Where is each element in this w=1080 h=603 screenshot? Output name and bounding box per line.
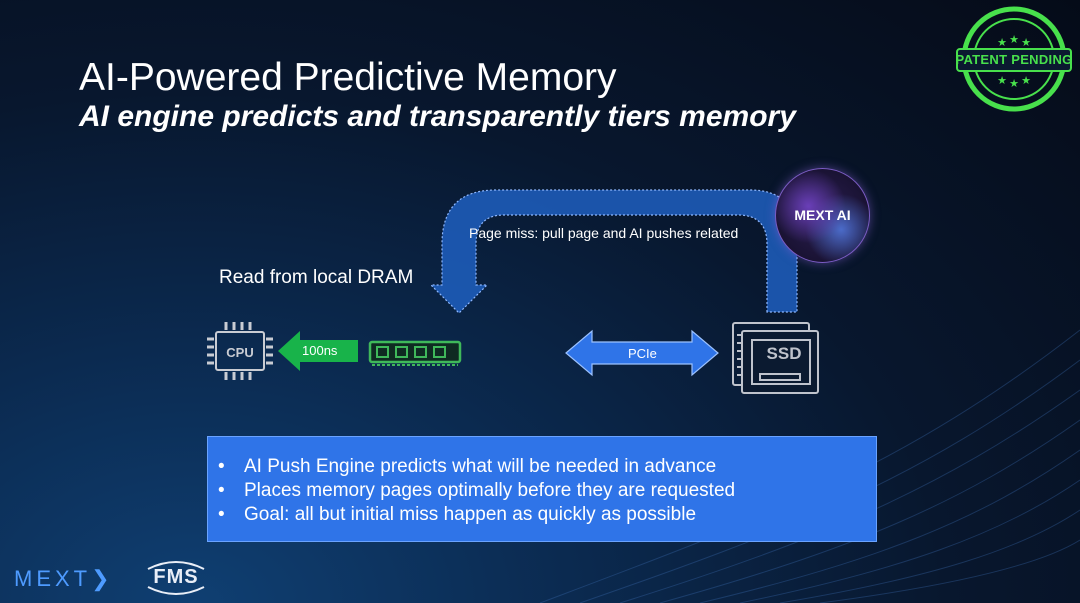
page-miss-label: Page miss: pull page and AI pushes relat… xyxy=(469,225,739,241)
mext-logo: MEXT❯ xyxy=(14,566,110,592)
fms-logo: FMS xyxy=(140,557,212,597)
pcie-label: PCIe xyxy=(628,346,657,361)
bullet-text: Goal: all but initial miss happen as qui… xyxy=(244,504,697,525)
star-icon: ★ xyxy=(997,75,1007,87)
cpu-chip-label: CPU xyxy=(226,345,253,360)
cpu-chip-icon xyxy=(207,322,273,380)
stamp-graphic: ★ ★ ★ ★ ★ ★ xyxy=(956,6,1072,112)
bullet-marker: • xyxy=(218,504,225,525)
mext-ai-badge: MEXT AI xyxy=(775,168,870,263)
mext-logo-text: MEXT xyxy=(14,566,92,591)
latency-arrow xyxy=(278,331,358,371)
star-icon: ★ xyxy=(997,37,1007,49)
bullet-marker: • xyxy=(218,456,225,477)
page-miss-arrow xyxy=(429,189,798,314)
bullet-item: • Goal: all but initial miss happen as q… xyxy=(216,503,876,527)
chevron-right-icon: ❯ xyxy=(91,566,110,591)
stamp-center-text: PATENT PENDING xyxy=(955,52,1073,67)
star-icon: ★ xyxy=(1021,37,1031,49)
star-icon: ★ xyxy=(1009,34,1019,46)
star-icon: ★ xyxy=(1009,78,1019,90)
fms-logo-arcs xyxy=(147,561,205,595)
patent-pending-stamp: ★ ★ ★ ★ ★ ★ PATENT PENDING xyxy=(955,6,1073,112)
star-icon: ★ xyxy=(1021,75,1031,87)
latency-label: 100ns xyxy=(302,343,338,358)
fms-logo-text: FMS xyxy=(153,566,199,588)
bullet-text: Places memory pages optimally before the… xyxy=(244,480,736,501)
pcie-double-arrow xyxy=(565,329,719,377)
bullet-item: • Places memory pages optimally before t… xyxy=(216,479,876,503)
bullet-text: AI Push Engine predicts what will be nee… xyxy=(244,456,717,477)
bullet-box: • AI Push Engine predicts what will be n… xyxy=(207,436,877,542)
bullet-item: • AI Push Engine predicts what will be n… xyxy=(216,455,876,479)
bullet-marker: • xyxy=(218,480,225,501)
mext-ai-label: MEXT AI xyxy=(794,207,851,223)
ssd-label: SSD xyxy=(767,344,802,363)
slide-subtitle: AI engine predicts and transparently tie… xyxy=(79,100,796,133)
read-dram-label: Read from local DRAM xyxy=(219,267,414,288)
slide-title: AI-Powered Predictive Memory xyxy=(79,56,617,99)
dram-stick-icon xyxy=(368,340,462,366)
ssd-drive-icon xyxy=(732,322,819,394)
